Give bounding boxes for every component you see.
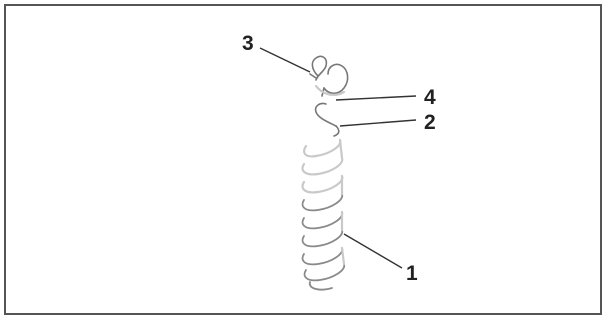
leader-2 (339, 119, 417, 127)
leader-4 (335, 95, 417, 101)
callout-4: 4 (424, 86, 436, 109)
hook-part (314, 102, 340, 137)
leader-lines (259, 47, 417, 269)
leader-3 (259, 47, 311, 73)
spring-assembly-diagram: 3 4 2 1 (242, 32, 436, 291)
callout-1: 1 (406, 262, 418, 285)
spring-part (301, 138, 346, 291)
cap-part (314, 63, 349, 97)
diagram-frame: 3 4 2 1 (4, 4, 602, 315)
callout-3: 3 (242, 32, 254, 55)
clip-part (309, 55, 328, 81)
leader-1 (343, 233, 403, 269)
callout-2: 2 (424, 111, 436, 134)
